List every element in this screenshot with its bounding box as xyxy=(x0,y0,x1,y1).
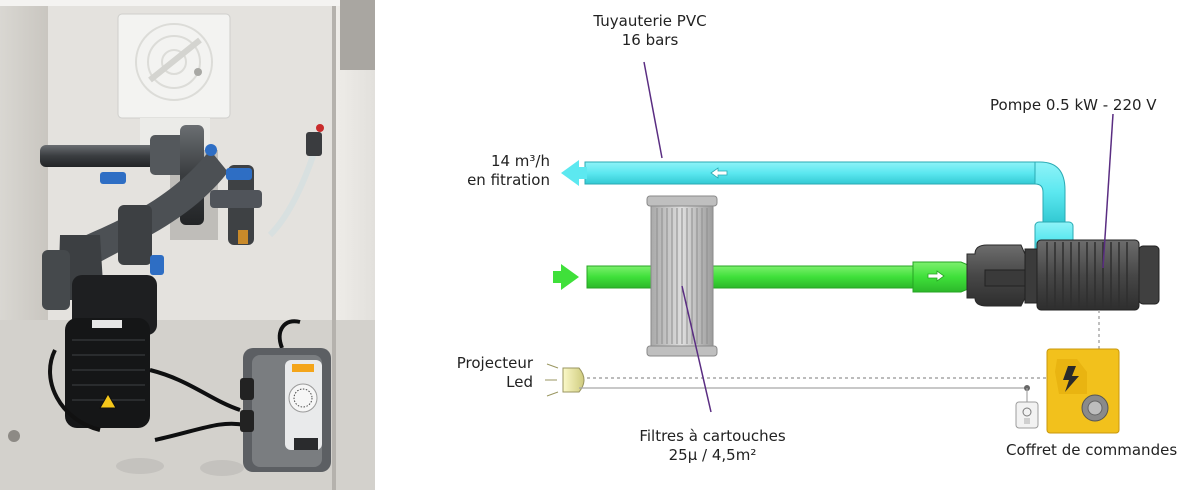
suction-pipe xyxy=(586,261,976,293)
pump-label: Pompe 0.5 kW - 220 V xyxy=(990,96,1157,115)
projector-label-line1: Projecteur xyxy=(456,354,533,372)
arrow-right-icon xyxy=(553,264,579,290)
filtration-diagram xyxy=(545,61,1160,434)
pump-label-text: Pompe 0.5 kW - 220 V xyxy=(990,96,1157,114)
installation-photo xyxy=(0,0,375,490)
wall-socket xyxy=(1015,401,1039,429)
arrow-left-icon xyxy=(561,160,587,186)
arrow-left-icon xyxy=(710,167,728,179)
projector-label: Projecteur Led xyxy=(420,354,533,392)
floor-hole xyxy=(116,458,164,474)
pump xyxy=(966,239,1160,311)
led-projector xyxy=(545,363,585,397)
pump-leader-line xyxy=(1102,113,1114,269)
pipe-leader-line xyxy=(643,61,663,159)
outflow-mode: en fitration xyxy=(467,171,550,189)
arrow-right-icon xyxy=(927,270,945,282)
control-label: Coffret de commandes xyxy=(1006,441,1177,460)
pipe-label-line2: 16 bars xyxy=(621,31,679,49)
filter-label-line2: 25µ / 4,5m² xyxy=(668,446,757,464)
outflow-label: 14 m³/h en fitration xyxy=(430,152,550,190)
outflow-rate: 14 m³/h xyxy=(490,152,550,170)
pipe-label-line1: Tuyauterie PVC xyxy=(593,12,707,30)
return-pipe xyxy=(584,161,1074,257)
filter-label: Filtres à cartouches 25µ / 4,5m² xyxy=(610,427,815,465)
control-label-text: Coffret de commandes xyxy=(1006,441,1178,459)
cartridge-filter xyxy=(646,195,718,357)
lightning-icon xyxy=(1063,366,1079,392)
filter-label-line1: Filtres à cartouches xyxy=(639,427,786,445)
pipe-label: Tuyauterie PVC 16 bars xyxy=(550,12,750,50)
box-left-wall xyxy=(0,0,48,380)
projector-label-line2: Led xyxy=(506,373,533,391)
filter-leader-line xyxy=(681,285,712,413)
control-box xyxy=(1046,348,1120,434)
floor-hole xyxy=(200,460,244,476)
filter-housing-lid xyxy=(117,13,231,119)
